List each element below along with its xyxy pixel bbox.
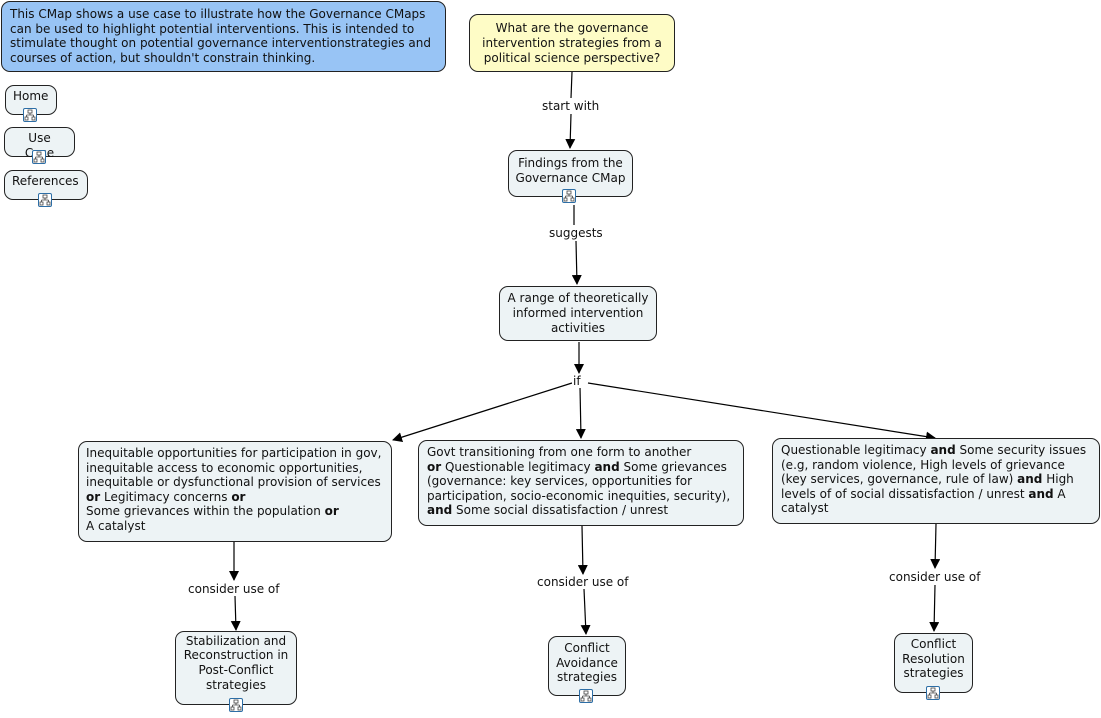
- cmap-submap-glyph: [563, 190, 575, 202]
- link-start-with: start with: [540, 99, 602, 113]
- outcome-avoidance[interactable]: Conflict Avoidance strategies: [548, 636, 626, 696]
- condition-left-or3: or: [324, 504, 339, 519]
- condition-right-part3: High levels of of social dissatisfaction…: [781, 472, 1074, 501]
- condition-left-part4: A catalyst: [86, 518, 146, 533]
- outcome-resolution[interactable]: Conflict Resolution strategies: [894, 633, 973, 693]
- link-if: if: [572, 374, 582, 388]
- condition-left-text: Inequitable opportunities for participat…: [86, 446, 384, 534]
- condition-mid: Govt transitioning from one form to anot…: [418, 440, 744, 526]
- findings-node[interactable]: Findings from the Governance CMap: [508, 150, 633, 197]
- cmap-submap-icon[interactable]: [926, 686, 940, 700]
- outcome-stabilization[interactable]: Stabilization and Reconstruction in Post…: [175, 631, 297, 705]
- condition-mid-and2: and: [427, 503, 453, 518]
- condition-mid-and1: and: [594, 459, 620, 474]
- condition-left-part1: Inequitable opportunities for participat…: [86, 446, 382, 490]
- edge-if-right: [587, 382, 936, 442]
- condition-mid-part1: Govt transitioning from one form to anot…: [427, 445, 692, 459]
- cmap-submap-glyph: [927, 687, 939, 699]
- condition-right-part1: Questionable legitimacy: [781, 443, 931, 457]
- condition-right-part2: Some security issues (e.g, random violen…: [781, 443, 1087, 487]
- edge-if-left: [392, 382, 573, 443]
- condition-mid-part4: Some social dissatisfaction / unrest: [452, 503, 669, 518]
- condition-mid-or1: or: [427, 459, 442, 474]
- edge-consider-avoidance: [580, 588, 591, 635]
- range-text: A range of theoretically informed interv…: [507, 291, 649, 335]
- intro-note: This CMap shows a use case to illustrate…: [1, 1, 446, 72]
- condition-left-or2: or: [231, 489, 246, 504]
- link-consider-left: consider use of: [186, 582, 282, 596]
- edge-mid-consider: [577, 525, 588, 575]
- link-consider-mid: consider use of: [535, 575, 631, 589]
- cmap-submap-glyph: [230, 699, 242, 711]
- link-consider-right: consider use of: [887, 570, 983, 584]
- cmap-submap-icon[interactable]: [32, 150, 46, 164]
- outcome-avoidance-text: Conflict Avoidance strategies: [556, 641, 618, 685]
- outcome-resolution-text: Conflict Resolution strategies: [902, 637, 965, 681]
- nav-references-label: References: [12, 174, 79, 188]
- edge-startwith-findings: [565, 113, 576, 149]
- condition-left-part3: Some grievances within the population: [86, 504, 325, 519]
- range-node: A range of theoretically informed interv…: [499, 286, 657, 341]
- cmap-submap-glyph: [39, 194, 51, 206]
- edge-suggests-range: [571, 240, 582, 285]
- nav-home[interactable]: Home: [5, 85, 57, 115]
- cmap-submap-icon[interactable]: [23, 108, 37, 122]
- edge-right-consider: [930, 523, 941, 569]
- condition-left-or1: or: [86, 489, 101, 504]
- nav-home-label: Home: [13, 89, 49, 103]
- link-suggests: suggests: [547, 226, 605, 240]
- condition-right-and1: and: [930, 443, 956, 457]
- cmap-submap-glyph: [24, 109, 36, 121]
- intro-note-text: This CMap shows a use case to illustrate…: [10, 7, 432, 65]
- condition-mid-part3: Some grievances (governance: key service…: [427, 459, 731, 503]
- condition-right-and3: and: [1028, 486, 1054, 501]
- condition-right: Questionable legitimacy and Some securit…: [772, 438, 1100, 524]
- condition-mid-part2: Questionable legitimacy: [441, 459, 595, 474]
- question-text: What are the governance intervention str…: [482, 20, 662, 65]
- edge-consider-resolution: [929, 584, 940, 632]
- cmap-submap-glyph: [33, 151, 45, 163]
- condition-mid-text: Govt transitioning from one form to anot…: [427, 445, 735, 518]
- condition-right-text: Questionable legitimacy and Some securit…: [781, 443, 1091, 516]
- cmap-submap-glyph: [580, 690, 592, 702]
- edge-consider-stabilization: [230, 595, 241, 631]
- condition-right-and2: and: [1017, 472, 1043, 487]
- findings-text: Findings from the Governance CMap: [515, 155, 626, 185]
- cmap-submap-icon[interactable]: [38, 193, 52, 207]
- cmap-submap-icon[interactable]: [579, 689, 593, 703]
- edge-if-mid: [575, 386, 586, 439]
- condition-left-part2: Legitimacy concerns: [100, 489, 232, 504]
- condition-right-part4: A catalyst: [781, 486, 1066, 516]
- outcome-stabilization-text: Stabilization and Reconstruction in Post…: [183, 633, 289, 692]
- edge-question-startwith: [570, 71, 573, 99]
- cmap-submap-icon[interactable]: [562, 189, 576, 203]
- condition-left: Inequitable opportunities for participat…: [78, 441, 392, 542]
- cmap-submap-icon[interactable]: [229, 698, 243, 712]
- question-node: What are the governance intervention str…: [469, 14, 675, 72]
